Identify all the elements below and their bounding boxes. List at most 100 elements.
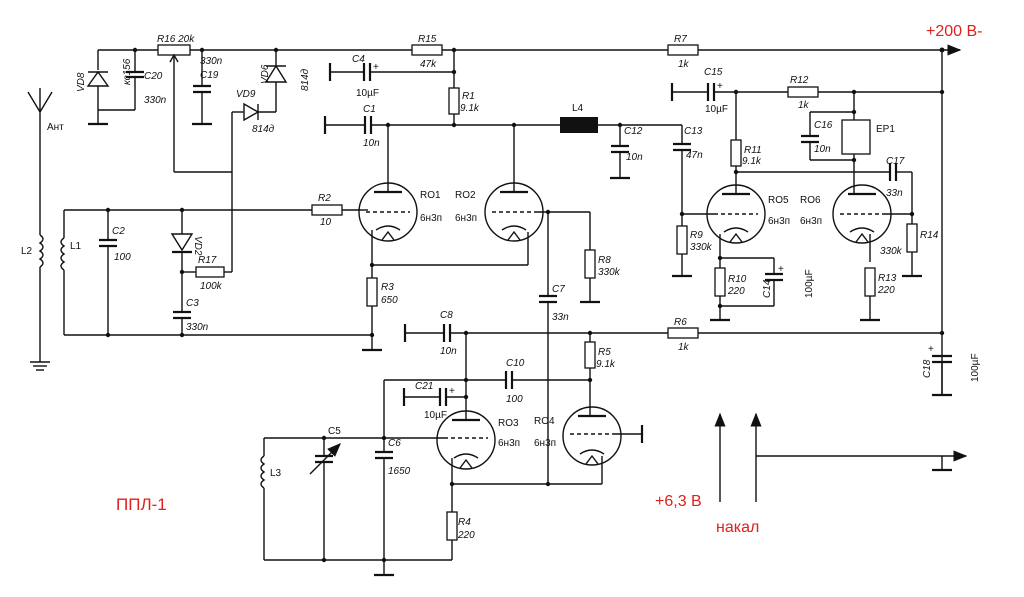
svg-text:Ант: Ант bbox=[47, 122, 64, 133]
svg-text:1k: 1k bbox=[678, 342, 690, 353]
c6-capacitor: C6 1650 bbox=[375, 438, 411, 575]
svg-text:R6: R6 bbox=[674, 317, 687, 328]
r12-resistor: R12 1k bbox=[787, 75, 942, 111]
r17-resistor: R17 100k bbox=[174, 171, 233, 292]
svg-text:814д: 814д bbox=[252, 124, 275, 135]
svg-text:6н3п: 6н3п bbox=[455, 213, 477, 224]
svg-text:RO3: RO3 bbox=[498, 418, 519, 429]
c20-capacitor: C20 330n bbox=[126, 50, 167, 110]
svg-text:R3: R3 bbox=[381, 282, 394, 293]
svg-text:R13: R13 bbox=[878, 273, 897, 284]
heater-label: накал bbox=[716, 519, 759, 536]
svg-text:RO5: RO5 bbox=[768, 195, 789, 206]
svg-text:330k: 330k bbox=[690, 242, 713, 253]
svg-text:1650: 1650 bbox=[388, 466, 411, 477]
svg-text:C17: C17 bbox=[886, 156, 905, 167]
r9-resistor: R9 330k bbox=[672, 225, 713, 278]
svg-text:9.1k: 9.1k bbox=[742, 156, 762, 167]
ro3-tube: RO3 6н3п bbox=[436, 410, 520, 470]
svg-text:VD9: VD9 bbox=[236, 89, 256, 100]
c5-variable-capacitor: C5 bbox=[309, 426, 341, 560]
r3-resistor: R3 650 bbox=[362, 265, 398, 352]
c2-capacitor: C2 100 bbox=[99, 210, 131, 335]
ep1-earphone: EP1 bbox=[841, 92, 895, 194]
svg-text:9.1k: 9.1k bbox=[460, 103, 480, 114]
c12-capacitor: C12 10n bbox=[610, 125, 643, 180]
svg-text:C13: C13 bbox=[684, 126, 703, 137]
svg-text:R2: R2 bbox=[318, 193, 331, 204]
svg-text:100µF: 100µF bbox=[804, 269, 815, 298]
svg-text:R5: R5 bbox=[598, 347, 611, 358]
c1-capacitor: C1 10n bbox=[363, 104, 380, 149]
svg-text:C3: C3 bbox=[186, 298, 199, 309]
svg-text:650: 650 bbox=[381, 295, 398, 306]
r2-resistor: R2 10 bbox=[311, 193, 362, 228]
svg-text:220: 220 bbox=[727, 286, 745, 297]
vd6-zener: VD6 814д bbox=[260, 50, 311, 112]
r7-resistor: R7 1k bbox=[667, 34, 699, 70]
svg-text:RO6: RO6 bbox=[800, 195, 821, 206]
svg-text:6н3п: 6н3п bbox=[498, 438, 520, 449]
svg-text:47n: 47n bbox=[686, 150, 703, 161]
c17-capacitor: C17 33n bbox=[886, 156, 913, 214]
svg-text:100k: 100k bbox=[200, 281, 223, 292]
svg-text:C12: C12 bbox=[624, 126, 643, 137]
l3-coil: L3 bbox=[260, 438, 282, 560]
supply-voltage-label: +200 В- bbox=[926, 23, 982, 40]
ro6-tube: RO6 6н3п bbox=[800, 184, 892, 244]
vd9-zener: VD9 814д bbox=[232, 89, 276, 135]
l4-choke: L4 bbox=[560, 103, 598, 133]
svg-text:+: + bbox=[778, 264, 784, 275]
svg-text:100: 100 bbox=[114, 252, 131, 263]
svg-text:R1: R1 bbox=[462, 91, 475, 102]
svg-text:R15: R15 bbox=[418, 34, 437, 45]
vd8-zener: VD8 кс156 bbox=[76, 50, 133, 110]
r4-resistor: R4 220 bbox=[446, 484, 475, 560]
svg-text:VD6: VD6 bbox=[260, 64, 271, 84]
svg-text:EP1: EP1 bbox=[876, 124, 895, 135]
svg-text:C8: C8 bbox=[440, 310, 453, 321]
ro2-tube: RO2 6н3п bbox=[455, 125, 544, 242]
svg-text:10n: 10n bbox=[626, 152, 643, 163]
svg-text:C2: C2 bbox=[112, 226, 125, 237]
svg-text:10n: 10n bbox=[440, 346, 457, 357]
heater-voltage-label: +6,3 В bbox=[655, 493, 702, 510]
svg-text:VD2: VD2 bbox=[192, 236, 203, 256]
supply-rail bbox=[98, 44, 962, 395]
antenna: Ант bbox=[27, 88, 64, 235]
svg-text:C16: C16 bbox=[814, 120, 833, 131]
svg-text:C6: C6 bbox=[388, 438, 401, 449]
svg-text:100µF: 100µF bbox=[970, 353, 981, 382]
r13-resistor: R13 220 bbox=[860, 267, 897, 322]
svg-text:220: 220 bbox=[457, 530, 475, 541]
svg-text:814д: 814д bbox=[300, 68, 311, 91]
c18-capacitor: + C18 100µF bbox=[922, 344, 981, 397]
r1-resistor: R1 9.1k bbox=[448, 72, 480, 125]
svg-text:R17: R17 bbox=[198, 255, 217, 266]
svg-text:L1: L1 bbox=[70, 241, 82, 252]
vd2-varicap: VD2 bbox=[170, 210, 203, 312]
svg-text:+: + bbox=[717, 81, 723, 92]
svg-text:10µF: 10µF bbox=[424, 410, 447, 421]
svg-text:+: + bbox=[928, 344, 934, 355]
svg-text:47k: 47k bbox=[420, 59, 437, 70]
svg-text:R12: R12 bbox=[790, 75, 809, 86]
svg-text:6н3п: 6н3п bbox=[768, 216, 790, 227]
svg-text:C14: C14 bbox=[762, 279, 773, 298]
svg-text:C21: C21 bbox=[415, 381, 433, 392]
c15-capacitor: C15 + 10µF bbox=[670, 67, 788, 115]
svg-text:VD8: VD8 bbox=[76, 72, 87, 92]
c14-capacitor: + C14 100µF bbox=[720, 257, 815, 307]
c3-capacitor: C3 330n bbox=[173, 298, 209, 335]
svg-text:R7: R7 bbox=[674, 34, 687, 45]
ro1-tube: RO1 6н3п bbox=[358, 125, 442, 242]
heater-supply bbox=[714, 412, 968, 502]
svg-text:330n: 330n bbox=[200, 56, 223, 67]
c4-capacitor: C4 + 10µF bbox=[328, 54, 454, 99]
svg-text:100: 100 bbox=[506, 394, 523, 405]
c21-capacitor: C21 + 10µF bbox=[402, 381, 466, 421]
svg-text:330n: 330n bbox=[144, 95, 167, 106]
svg-text:R8: R8 bbox=[598, 255, 611, 266]
